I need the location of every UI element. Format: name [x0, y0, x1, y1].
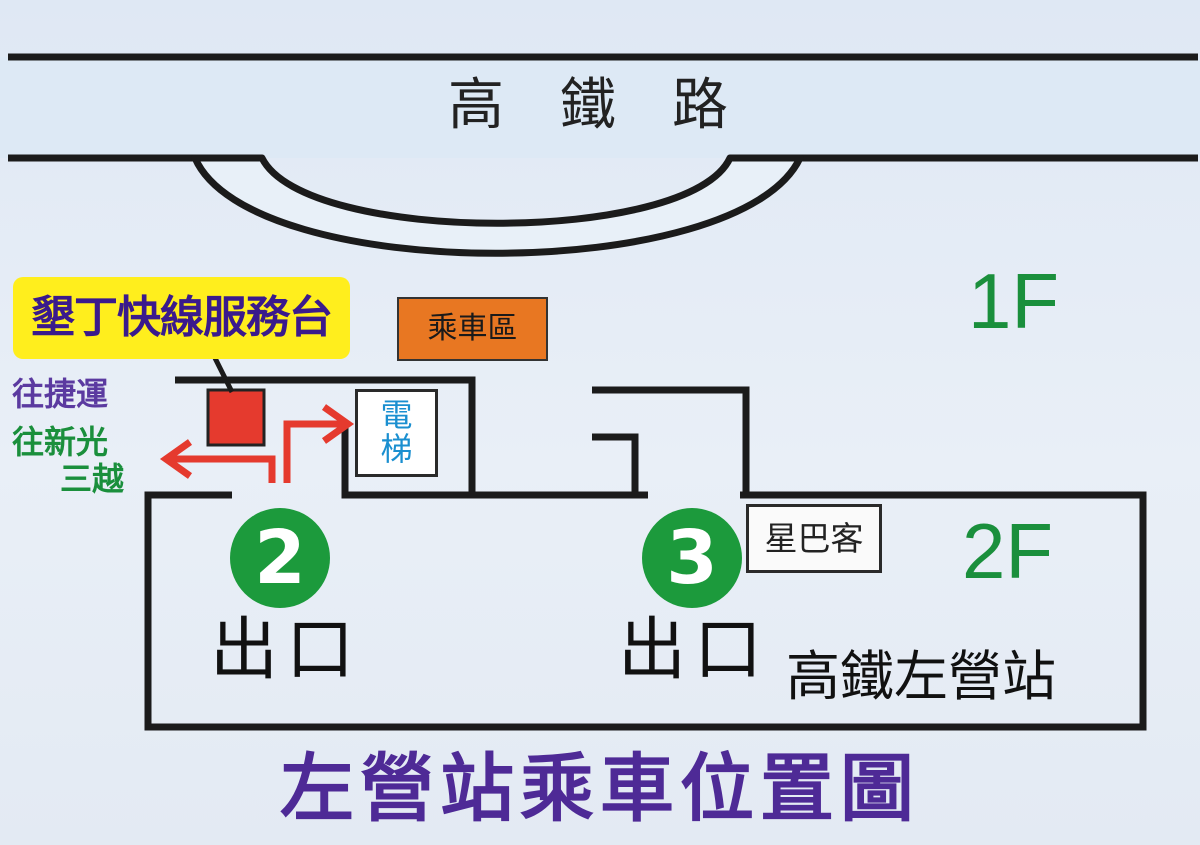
boarding-area: 乘車區 — [397, 297, 548, 361]
service-counter-marker — [206, 388, 266, 447]
station-name: 高鐵左營站 — [786, 645, 1056, 708]
exit-2-badge: 2 — [230, 508, 330, 608]
direction-to-mrt: 往捷運 — [12, 375, 109, 413]
wall-1f-mid — [592, 433, 639, 495]
wall-1f-left — [175, 376, 476, 495]
map-title: 左營站乘車位置圖 — [280, 746, 920, 832]
wall-1f-right — [592, 386, 750, 495]
wall-elevator-shaft — [341, 420, 472, 499]
arrow-to-elevator-head — [321, 404, 355, 444]
direction-to-mitsukoshi-line1: 往新光 — [12, 423, 109, 461]
exit-2-label: 出口 — [210, 611, 363, 690]
floor-label-2f: 2F — [962, 507, 1054, 595]
wall-2f-outline — [144, 491, 1147, 731]
floor-label-1f: 1F — [968, 257, 1060, 345]
drop-off-loop — [191, 154, 804, 257]
arrow-to-elevator — [283, 420, 345, 483]
direction-to-mitsukoshi-line2: 三越 — [60, 460, 125, 498]
road-name: 高 鐵 路 — [448, 73, 728, 138]
arrow-to-mrt — [170, 455, 276, 483]
elevator: 電 梯 — [355, 389, 438, 477]
elevator-label-line1: 電 — [380, 396, 413, 435]
road — [0, 57, 1200, 158]
elevator-label-line2: 梯 — [380, 430, 413, 468]
service-counter-label: 墾丁快線服務台 — [13, 277, 350, 359]
exit-3-badge: 3 — [642, 508, 742, 608]
exit-3-label: 出口 — [618, 611, 771, 690]
arrow-to-mrt-head — [159, 439, 193, 479]
shop-starbucks: 星巴客 — [746, 504, 882, 573]
counter-pointer — [212, 356, 235, 394]
